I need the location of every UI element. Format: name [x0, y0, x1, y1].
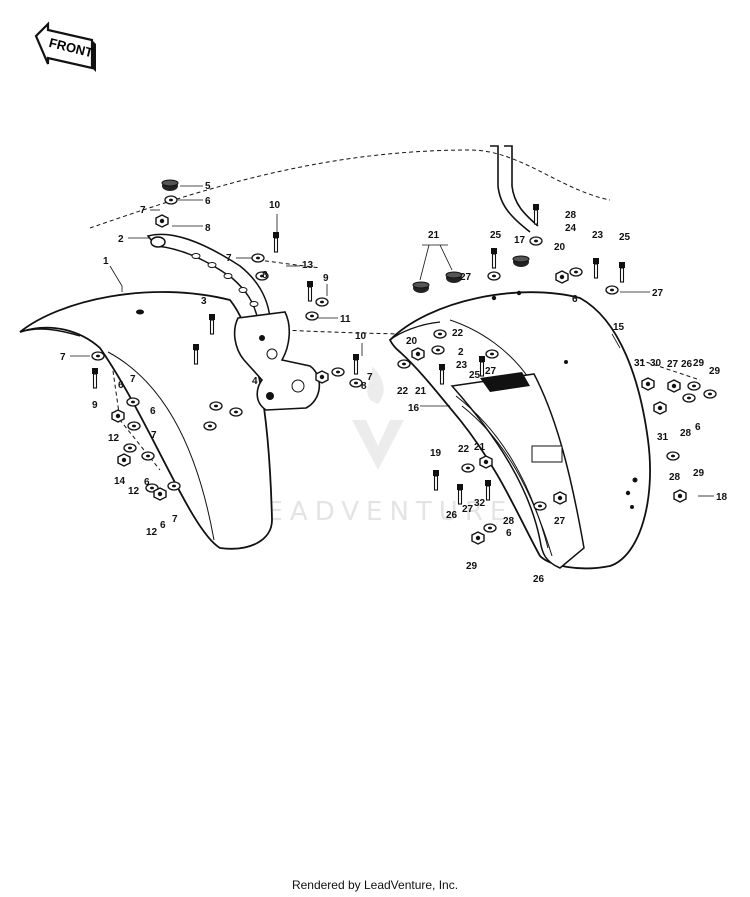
callout-23: 23 [592, 230, 604, 241]
callout-21: 21 [474, 442, 486, 453]
callout-21: 21 [428, 230, 440, 241]
callout-12: 12 [128, 486, 140, 497]
watermark-text: LEADVENTURE [245, 497, 513, 527]
callout-27: 27 [652, 288, 664, 299]
callout-20: 20 [554, 242, 566, 253]
callout-27: 27 [554, 516, 566, 527]
rear-fender-inner-panel [450, 372, 585, 569]
callout-16: 16 [408, 403, 420, 414]
callout-6: 6 [205, 196, 211, 207]
callout-29: 29 [466, 561, 478, 572]
callout-31: 31 [657, 432, 669, 443]
callout-7: 7 [172, 514, 178, 525]
callout-10: 10 [269, 200, 281, 211]
callout-8: 8 [205, 223, 211, 234]
callout-13: 13 [302, 260, 314, 271]
callout-26: 26 [533, 574, 545, 585]
callout-12: 12 [146, 527, 158, 538]
tail-light-cable [490, 145, 539, 233]
leadventure-watermark: LEADVENTURE [245, 366, 513, 527]
callout-17: 17 [514, 235, 526, 246]
callout-7: 7 [151, 430, 157, 441]
callout-26: 26 [446, 510, 458, 521]
callout-6: 6 [144, 477, 150, 488]
callout-26: 26 [681, 359, 693, 370]
callout-22: 22 [397, 386, 409, 397]
callout-27: 27 [485, 366, 497, 377]
callout-25: 25 [490, 230, 502, 241]
callout-28: 28 [565, 210, 577, 221]
callout-9: 9 [323, 273, 329, 284]
callout-25: 25 [619, 232, 631, 243]
callout-18: 18 [716, 492, 728, 503]
callout-leaders [70, 185, 714, 497]
callout-27: 27 [462, 504, 474, 515]
callout-29: 29 [709, 366, 721, 377]
callout-3: 3 [201, 296, 207, 307]
fender-bracket [233, 311, 321, 411]
callout-22: 22 [452, 328, 464, 339]
callout-20: 20 [406, 336, 418, 347]
callout-7: 7 [140, 205, 146, 216]
callout-28: 28 [680, 428, 692, 439]
callout-7: 7 [367, 372, 373, 383]
callout-27: 27 [667, 359, 679, 370]
callout-5: 5 [205, 181, 211, 192]
callout-7: 7 [60, 352, 66, 363]
front-direction-badge: FRONT [34, 21, 96, 72]
callout-19: 19 [430, 448, 442, 459]
callout-12: 12 [108, 433, 120, 444]
callout-6: 6 [160, 520, 166, 531]
callout-21: 21 [415, 386, 427, 397]
callout-11: 11 [340, 314, 351, 325]
front-fender [19, 291, 273, 550]
callout-6: 6 [118, 380, 124, 391]
callout-6: 6 [150, 406, 156, 417]
callout-30: 30 [650, 358, 662, 369]
callout-28: 28 [669, 472, 681, 483]
callout-6: 6 [695, 422, 701, 433]
callout-6: 6 [506, 528, 512, 539]
callout-15: 15 [613, 322, 625, 333]
callout-31: 31 [634, 358, 646, 369]
callout-8: 8 [262, 270, 268, 281]
callout-14: 14 [114, 476, 126, 487]
part-callouts: 5 6 7 8 2 1 10 7 8 13 9 3 11 10 7 4 8 7 … [60, 181, 728, 585]
callout-2: 2 [458, 347, 464, 358]
callout-25: 25 [469, 370, 481, 381]
callout-4: 4 [252, 376, 258, 387]
callout-29: 29 [693, 358, 705, 369]
callout-1: 1 [103, 256, 109, 267]
callout-32: 32 [474, 498, 486, 509]
callout-27: 27 [460, 272, 472, 283]
callout-6: 6 [572, 294, 578, 305]
callout-29: 29 [693, 468, 705, 479]
callout-28: 28 [503, 516, 515, 527]
callout-23: 23 [456, 360, 468, 371]
callout-7: 7 [226, 253, 232, 264]
callout-24: 24 [565, 223, 577, 234]
callout-8: 8 [361, 381, 367, 392]
callout-9: 9 [92, 400, 98, 411]
callout-22: 22 [458, 444, 470, 455]
callout-7: 7 [130, 374, 136, 385]
footer-credit: Rendered by LeadVenture, Inc. [291, 878, 459, 892]
callout-10: 10 [355, 331, 367, 342]
callout-2: 2 [118, 234, 124, 245]
